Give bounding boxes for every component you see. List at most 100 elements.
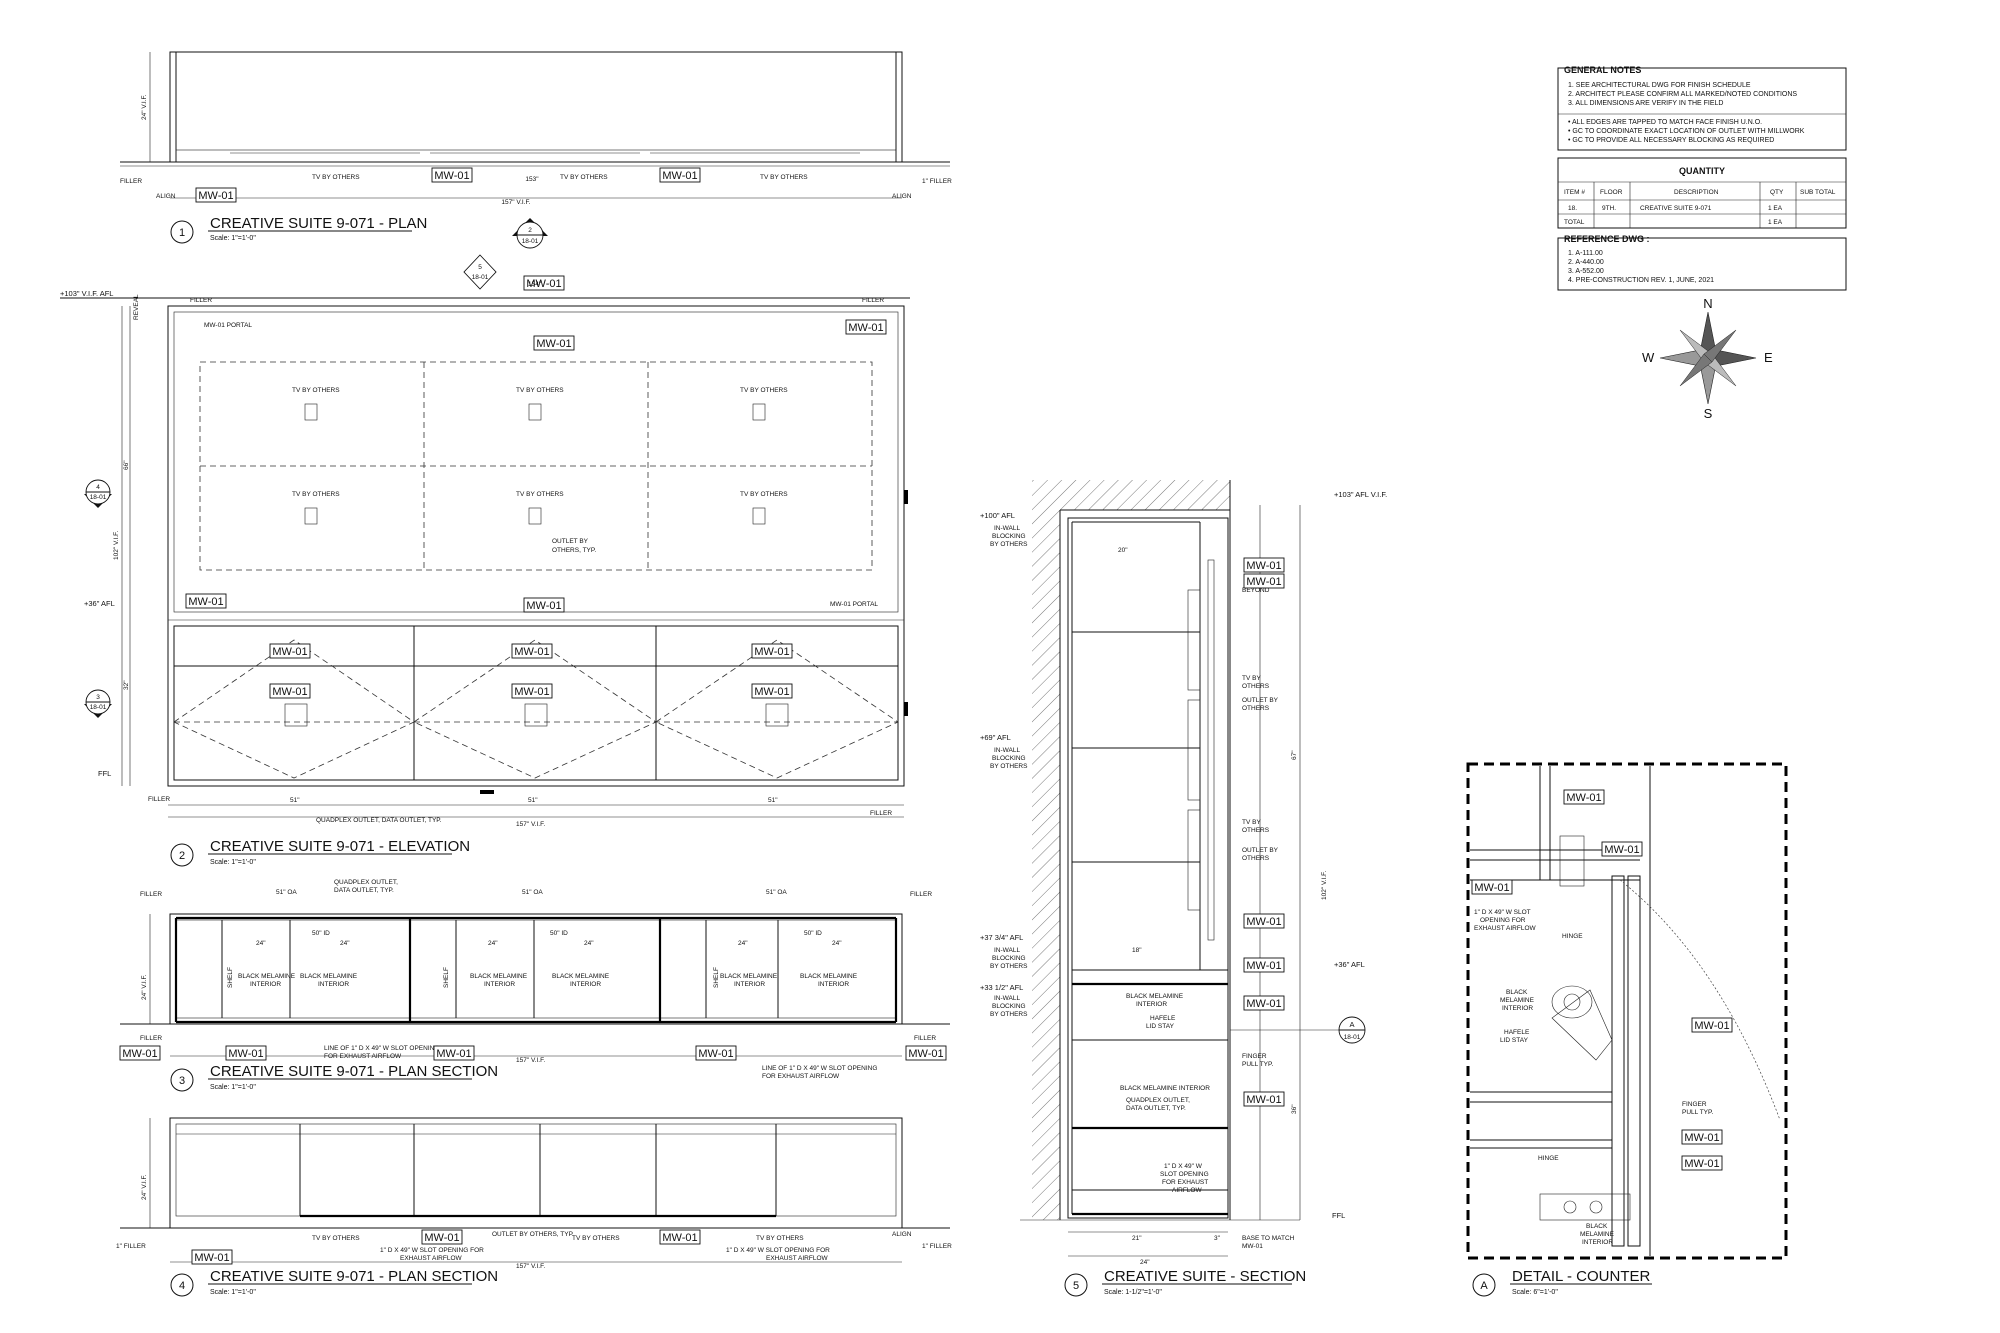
mw01-tag-text: MW-01 [1246, 916, 1281, 928]
in-wall-note: BY OTHERS [990, 763, 1028, 770]
ref-item: 3. A-552.00 [1568, 268, 1604, 275]
outlet-note: OTHERS [1242, 855, 1270, 862]
ref-heading: REFERENCE DWG : [1564, 234, 1650, 244]
finger-note: PULL TYP. [1682, 1109, 1714, 1116]
shelf-label: SHELF [713, 967, 720, 988]
interior-label: INTERIOR [318, 981, 349, 988]
mw01-tag-text: MW-01 [526, 600, 561, 612]
mw01-tag-text: MW-01 [1684, 1158, 1719, 1170]
slot-opening-note: EXHAUST AIRFLOW [400, 1255, 463, 1262]
marker-sheet: 18-01 [522, 238, 539, 245]
dim-51: 51" [528, 797, 538, 804]
dim-24: 24" [738, 940, 748, 947]
dim-21: 21" [1132, 1235, 1142, 1242]
reference-dwg-box: REFERENCE DWG : 1. A-111.00 2. A-440.00 … [1557, 234, 1847, 291]
mw01-tag-text: MW-01 [514, 646, 549, 658]
marker-number: 5 [478, 264, 482, 271]
overall-dim: 157" V.I.F. [516, 1057, 545, 1064]
overall-dim: 157" V.I.F. [501, 199, 530, 206]
mw01-tag-text: MW-01 [662, 1232, 697, 1244]
tv-note: TV BY OTHERS [292, 491, 340, 498]
hinge-note: HINGE [1538, 1155, 1559, 1162]
note-line: • ALL EDGES ARE TAPPED TO MATCH FACE FIN… [1568, 119, 1762, 126]
mw01-tag-text: MW-01 [1694, 1020, 1729, 1032]
mw01-tag-text: MW-01 [272, 646, 307, 658]
detail-marker-letter: A [1349, 1020, 1354, 1029]
elev-100: +100" AFL [980, 511, 1015, 520]
tv-note: TV BY OTHERS [516, 387, 564, 394]
view-scale: Scale: 1"=1'-0" [210, 1289, 256, 1296]
hafele-note: LID STAY [1500, 1037, 1529, 1044]
slot-opening-note: 1" D X 49" W SLOT OPENING FOR [380, 1247, 484, 1254]
mw01-tag-text: MW-01 [1684, 1132, 1719, 1144]
view-number: A [1480, 1280, 1488, 1292]
tv-note: TV BY OTHERS [572, 1235, 620, 1242]
mw01-tag [533, 335, 575, 351]
mw01-tag-text: MW-01 [188, 596, 223, 608]
interior-label: BLACK MELAMINE [238, 973, 296, 980]
qty-col: SUB TOTAL [1800, 189, 1836, 196]
mw01-tag-text: MW-01 [1246, 1094, 1281, 1106]
dim-24: 24" [1140, 1259, 1150, 1266]
view-title: CREATIVE SUITE 9-071 - ELEVATION [210, 838, 470, 855]
oa-dim: 51" OA [276, 889, 297, 896]
elev-37: +37 3/4" AFL [980, 933, 1023, 942]
mw01-tag [511, 643, 553, 659]
mw01-tag-text: MW-01 [228, 1048, 263, 1060]
slot-note: EXHAUST AIRFLOW [1474, 925, 1537, 932]
in-wall-note: IN-WALL [994, 525, 1021, 532]
note-line: 2. ARCHITECT PLEASE CONFIRM ALL MARKED/N… [1568, 91, 1797, 98]
mw01-tag-text: MW-01 [1246, 576, 1281, 588]
dim-20: 20" [1118, 547, 1128, 554]
in-wall-note: BLOCKING [992, 755, 1026, 762]
slot-note: AIRFLOW [1172, 1187, 1202, 1194]
view-number: 4 [179, 1280, 185, 1292]
mw01-tag-text: MW-01 [662, 170, 697, 182]
view-a-detail: 1" D X 49" W SLOT OPENING FOR EXHAUST AI… [1466, 762, 1788, 1297]
in-wall-note: BY OTHERS [990, 1011, 1028, 1018]
slot-opening-note: EXHAUST AIRFLOW [766, 1255, 829, 1262]
finger-note: FINGER [1682, 1101, 1707, 1108]
view-scale: Scale: 1"=1'-0" [210, 1084, 256, 1091]
view-3-plan-section: 51" OA 51" OA 51" OA QUADPLEX OUTLET, DA… [119, 879, 950, 1092]
slot-line-note: LINE OF 1" D X 49" W SLOT OPENING [762, 1065, 877, 1072]
elev-top: +103" AFL V.I.F. [1334, 490, 1387, 499]
interior-label: INTERIOR [818, 981, 849, 988]
interior-label: INTERIOR [1502, 1005, 1533, 1012]
elevation-top: +103" V.I.F. AFL [60, 289, 113, 298]
interior-label: INTERIOR [734, 981, 765, 988]
slot-note: FOR EXHAUST [1162, 1179, 1208, 1186]
dim-24: 24" [340, 940, 350, 947]
elev-69: +69" AFL [980, 733, 1011, 742]
view-title: CREATIVE SUITE - SECTION [1104, 1268, 1306, 1285]
interior-label: INTERIOR [1136, 1001, 1167, 1008]
tv-note: TV BY OTHERS [292, 387, 340, 394]
tv-note: OTHERS [1242, 827, 1270, 834]
mw01-tag-text: MW-01 [1246, 960, 1281, 972]
mw01-tag [195, 187, 237, 203]
interior-label: BLACK MELAMINE INTERIOR [1120, 1085, 1210, 1092]
mw01-tag-text: MW-01 [754, 646, 789, 658]
shelf-label: SHELF [443, 967, 450, 988]
view-number: 1 [179, 227, 185, 239]
mw01-tag-text: MW-01 [424, 1232, 459, 1244]
tv-note: TV BY OTHERS [740, 491, 788, 498]
tv-note: TV BY OTHERS [516, 491, 564, 498]
slot-note: 1" D X 49" W [1164, 1163, 1203, 1170]
depth-dim: 24" V.I.F. [141, 94, 148, 120]
mw01-tag-text: MW-01 [1246, 998, 1281, 1010]
depth-dim: 24" V.I.F. [141, 974, 148, 1000]
mw01-tag [845, 319, 887, 335]
mw01-tag-text: MW-01 [698, 1048, 733, 1060]
portal-note: MW-01 PORTAL [830, 601, 878, 608]
qty-total: 1 EA [1768, 219, 1783, 226]
mw01-tag [431, 167, 473, 183]
ffl-label: FFL [1332, 1211, 1345, 1220]
dim-32: 32" [123, 680, 130, 690]
tv-note: TV BY OTHERS [756, 1235, 804, 1242]
qty-cell: 1 EA [1768, 205, 1783, 212]
qty-col: FLOOR [1600, 189, 1623, 196]
qty-total: TOTAL [1564, 219, 1585, 226]
qty-col: DESCRIPTION [1674, 189, 1719, 196]
